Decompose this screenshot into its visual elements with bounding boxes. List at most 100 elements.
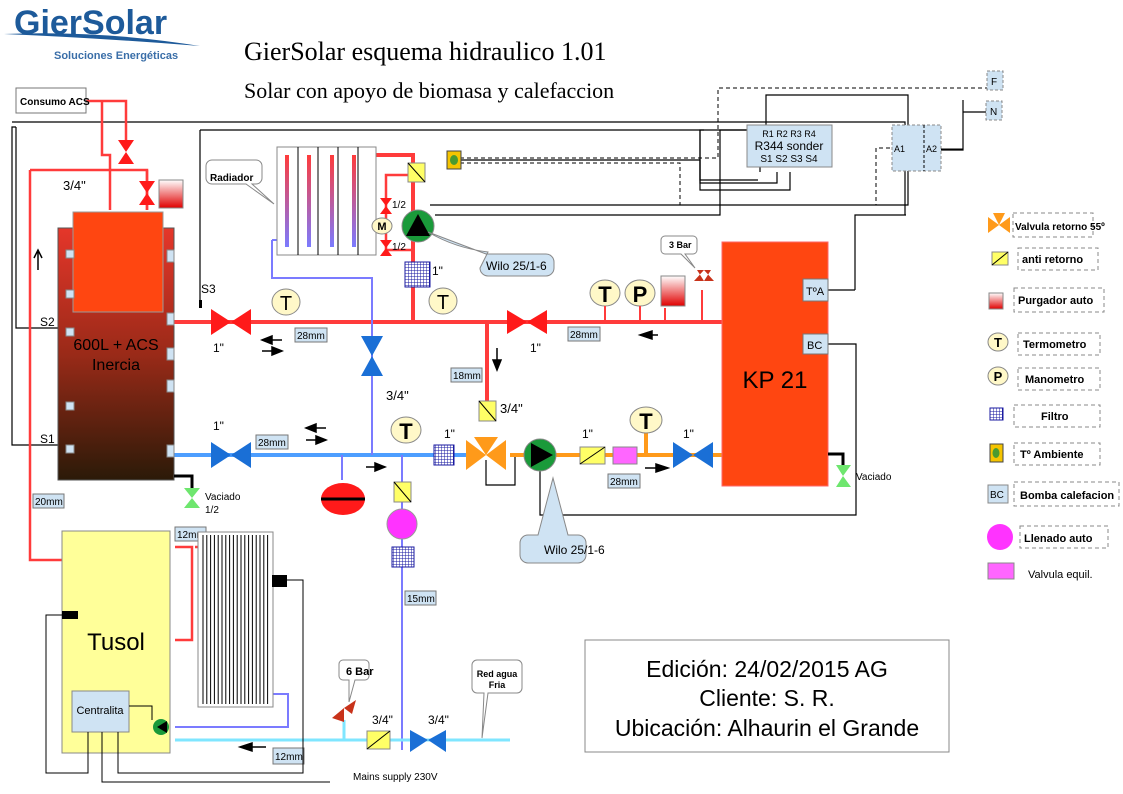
callout-red-agua-2: Fria	[489, 680, 507, 690]
svg-text:18mm: 18mm	[453, 371, 481, 382]
info-client: Cliente: S. R.	[699, 685, 835, 711]
svg-text:T: T	[437, 292, 449, 314]
svg-text:BC: BC	[990, 490, 1004, 501]
valve-boiler-hot[interactable]	[507, 310, 547, 334]
svg-text:T: T	[399, 419, 413, 444]
controller-r344	[746, 124, 833, 168]
valve-tank-hot[interactable]	[211, 309, 251, 335]
check-valve-radiator[interactable]	[407, 162, 426, 183]
callout-radiador-text: Radiador	[210, 173, 253, 184]
size-tag-28mm-hot-right: 28mm	[567, 326, 601, 342]
valve-tank-cold-size: 1"	[213, 419, 224, 433]
svg-text:anti retorno: anti retorno	[1022, 254, 1083, 266]
legend-item-air-vent: Purgador auto	[988, 287, 1105, 313]
svg-text:TºA: TºA	[806, 286, 825, 298]
pump-tusol[interactable]	[153, 719, 169, 735]
svg-text:28mm: 28mm	[258, 438, 286, 449]
svg-text:Purgador auto: Purgador auto	[1018, 295, 1093, 307]
radiator-valve-1[interactable]	[380, 198, 392, 214]
size-tag-28mm-orange: 28mm	[607, 473, 641, 489]
acs-inner-tank	[72, 211, 164, 313]
acs-pipes	[28, 99, 413, 642]
size-tag-28mm-hot-left: 28mm	[294, 327, 328, 343]
thermometer-boiler-return: T	[629, 406, 663, 434]
air-vent-boiler	[660, 275, 686, 307]
controller-relays: R1 R2 R3 R4	[762, 129, 816, 139]
page-title: GierSolar esquema hidraulico 1.01	[244, 37, 606, 66]
legend-item-room-thermostat: Tº Ambiente	[989, 442, 1101, 466]
callout-red-agua-1: Red agua	[477, 669, 519, 679]
bypass-valve[interactable]	[361, 336, 383, 376]
svg-text:F: F	[991, 77, 997, 88]
safety-valve-6bar[interactable]	[332, 700, 356, 722]
page-subtitle: Solar con apoyo de biomasa y calefaccion	[244, 78, 614, 103]
room-thermostat[interactable]	[446, 150, 462, 170]
neutral-wire	[941, 111, 986, 150]
tusol-label: Tusol	[87, 629, 145, 656]
svg-text:BC: BC	[807, 340, 822, 352]
size-tag-18mm: 18mm	[450, 367, 483, 383]
three-way-valve[interactable]	[466, 437, 506, 470]
svg-text:12mm: 12mm	[177, 530, 205, 541]
svg-text:Llenado auto: Llenado auto	[1024, 533, 1093, 545]
terminal-block-a1-a2	[891, 124, 942, 172]
check-valve-fill[interactable]	[393, 481, 412, 503]
balancing-valve[interactable]	[612, 446, 638, 465]
filter-cold	[433, 444, 455, 466]
check-valve-bypass[interactable]	[478, 400, 497, 422]
check-valve-mains-size: 3/4"	[372, 713, 393, 727]
svg-text:Termometro: Termometro	[1023, 339, 1087, 351]
pump-radiator[interactable]	[401, 209, 435, 243]
legend-item-balancing-valve: Valvula equil.	[987, 562, 1093, 581]
thermometer-cold: T	[390, 416, 422, 444]
check-valve-mains[interactable]	[366, 730, 391, 750]
filter-fill	[391, 546, 415, 568]
callout-3bar-text: 3 Bar	[669, 240, 692, 250]
svg-text:28mm: 28mm	[570, 330, 598, 341]
flow-arrow-up-icon	[33, 248, 43, 270]
tank-drain-valve[interactable]	[184, 488, 200, 508]
balancing-valve-icon	[987, 562, 1015, 580]
filter-cold-size: 1"	[444, 427, 455, 441]
controller-sensors: S1 S2 S3 S4	[760, 154, 818, 165]
manometer-icon	[987, 366, 1009, 386]
pump-boiler[interactable]	[523, 438, 557, 472]
mains-water-pipe	[175, 720, 510, 742]
info-location: Ubicación: Alhaurin el Grande	[615, 715, 919, 741]
svg-text:12mm: 12mm	[275, 752, 303, 763]
tank-label-2: Inercia	[92, 357, 140, 374]
size-tag-20mm: 20mm	[32, 493, 65, 509]
manometer: P	[624, 279, 656, 307]
legend-item-thermometer: T Termometro	[987, 332, 1101, 356]
logo: GierSolar Soluciones Energéticas	[4, 4, 200, 62]
svg-text:M: M	[377, 221, 386, 233]
size-tag-15mm: 15mm	[404, 590, 437, 606]
boiler-drain-label: Vaciado	[856, 472, 892, 483]
acs-valve-2[interactable]	[139, 181, 155, 205]
three-way-valve-icon	[988, 213, 1010, 233]
safety-valve-3bar[interactable]	[694, 270, 714, 281]
mains-valve-size: 3/4"	[428, 713, 449, 727]
check-valve-bypass-size: 3/4"	[500, 401, 523, 416]
tusol-sensor	[62, 611, 78, 619]
legend-item-auto-fill: Llenado auto	[987, 524, 1109, 550]
filter-radiator	[404, 261, 431, 288]
boiler-drain-valve[interactable]	[836, 465, 851, 487]
valve-boiler-return[interactable]	[673, 442, 713, 468]
mains-valve[interactable]	[410, 730, 446, 752]
check-valve-boiler[interactable]	[579, 446, 606, 465]
valve-tank-cold[interactable]	[211, 442, 251, 468]
radiator-valve-2[interactable]	[380, 240, 392, 256]
acs-valve-1[interactable]	[118, 140, 134, 164]
tank-drain-label-1: Vaciado	[205, 492, 241, 503]
auto-fill-valve[interactable]	[386, 508, 418, 540]
svg-text:28mm: 28mm	[297, 331, 325, 342]
gauge-stems	[604, 290, 703, 322]
svg-text:Bomba calefacion: Bomba calefacion	[1020, 490, 1114, 502]
radiator	[276, 146, 377, 256]
legend-item-manometer: P Manometro	[987, 366, 1101, 391]
mains-supply-label: Mains supply 230V	[353, 772, 438, 783]
callout-6bar-text: 6 Bar	[346, 666, 374, 678]
